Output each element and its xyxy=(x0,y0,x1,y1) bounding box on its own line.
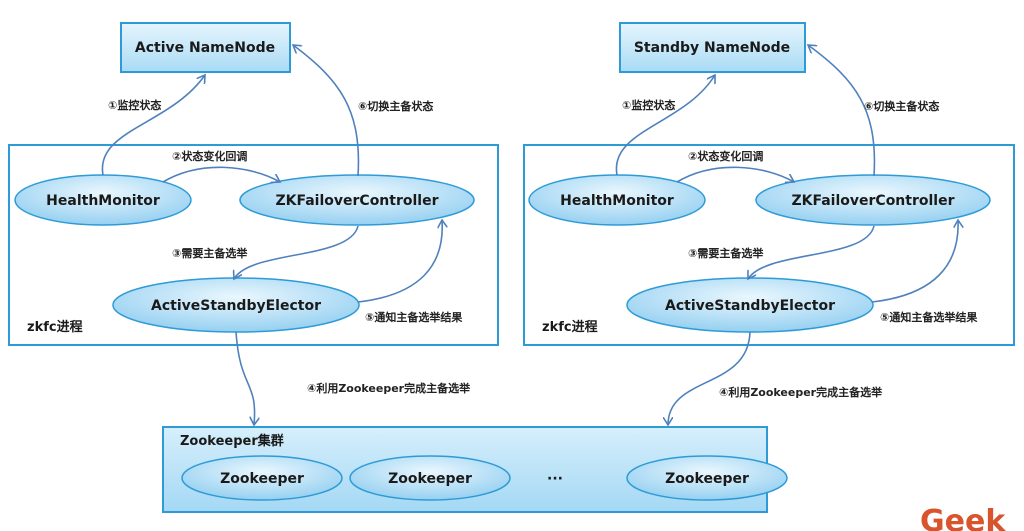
left-zkfc xyxy=(239,174,475,226)
right-arrow-6 xyxy=(808,45,876,177)
zookeeper-cluster: Zookeeper集群 Zookeeper Zookeeper ··· Zook… xyxy=(162,426,788,513)
left-step5-label: ⑤通知主备选举结果 xyxy=(365,310,462,324)
right-step5-label: ⑤通知主备选举结果 xyxy=(880,310,977,324)
active-namenode-box xyxy=(120,22,291,73)
right-arrow-1 xyxy=(615,75,715,176)
right-step2-label: ②状态变化回调 xyxy=(688,149,763,163)
left-zkfc-label: ZKFailoverController xyxy=(275,193,438,209)
zookeeper-node-label: Zookeeper xyxy=(388,471,472,487)
right-group: Standby NameNode HealthMonitor ZKFailove… xyxy=(523,22,1015,425)
left-arrow-3 xyxy=(234,225,359,279)
left-step1-label: ①监控状态 xyxy=(108,98,161,112)
active-namenode-label: Active NameNode xyxy=(135,40,275,56)
standby-namenode-label: Standby NameNode xyxy=(634,40,790,56)
left-step6-label: ⑥切换主备状态 xyxy=(358,99,433,113)
left-arrow-1 xyxy=(101,75,205,176)
right-step6-label: ⑥切换主备状态 xyxy=(864,99,939,113)
right-arrow-5 xyxy=(871,220,958,303)
zookeeper-node xyxy=(626,455,788,501)
right-arrow-3 xyxy=(748,225,875,279)
right-process-label: zkfc进程 xyxy=(542,320,598,335)
right-step4-label: ④利用Zookeeper完成主备选举 xyxy=(719,385,883,399)
zookeeper-node xyxy=(181,455,343,501)
zookeeper-node-label: Zookeeper xyxy=(220,471,304,487)
right-step3-label: ③需要主备选举 xyxy=(688,246,764,260)
geek-watermark: Geek xyxy=(920,504,1006,531)
right-arrow-2 xyxy=(676,166,794,182)
standby-namenode-box xyxy=(619,22,806,73)
zookeeper-ellipsis: ··· xyxy=(547,471,563,487)
left-process-label: zkfc进程 xyxy=(27,320,83,335)
left-step2-label: ②状态变化回调 xyxy=(172,149,247,163)
right-elector-label: ActiveStandbyElector xyxy=(665,298,835,314)
right-zkfc xyxy=(755,174,991,226)
right-health-monitor-label: HealthMonitor xyxy=(560,193,674,209)
right-step1-label: ①监控状态 xyxy=(622,98,675,112)
right-arrow-4 xyxy=(668,331,751,425)
zookeeper-node xyxy=(349,455,511,501)
left-arrow-4 xyxy=(235,331,255,425)
right-zkfc-label: ZKFailoverController xyxy=(791,193,954,209)
left-step4-label: ④利用Zookeeper完成主备选举 xyxy=(307,381,471,395)
left-health-monitor-label: HealthMonitor xyxy=(46,193,160,209)
left-elector-label: ActiveStandbyElector xyxy=(151,298,321,314)
left-arrow-6 xyxy=(293,45,360,177)
zookeeper-node-label: Zookeeper xyxy=(665,471,749,487)
left-group: Active NameNode HealthMonitor ZKFailover… xyxy=(8,22,499,425)
left-arrow-5 xyxy=(357,220,442,303)
left-arrow-2 xyxy=(162,166,280,182)
left-step3-label: ③需要主备选举 xyxy=(172,246,248,260)
zookeeper-cluster-title: Zookeeper集群 xyxy=(180,433,284,449)
